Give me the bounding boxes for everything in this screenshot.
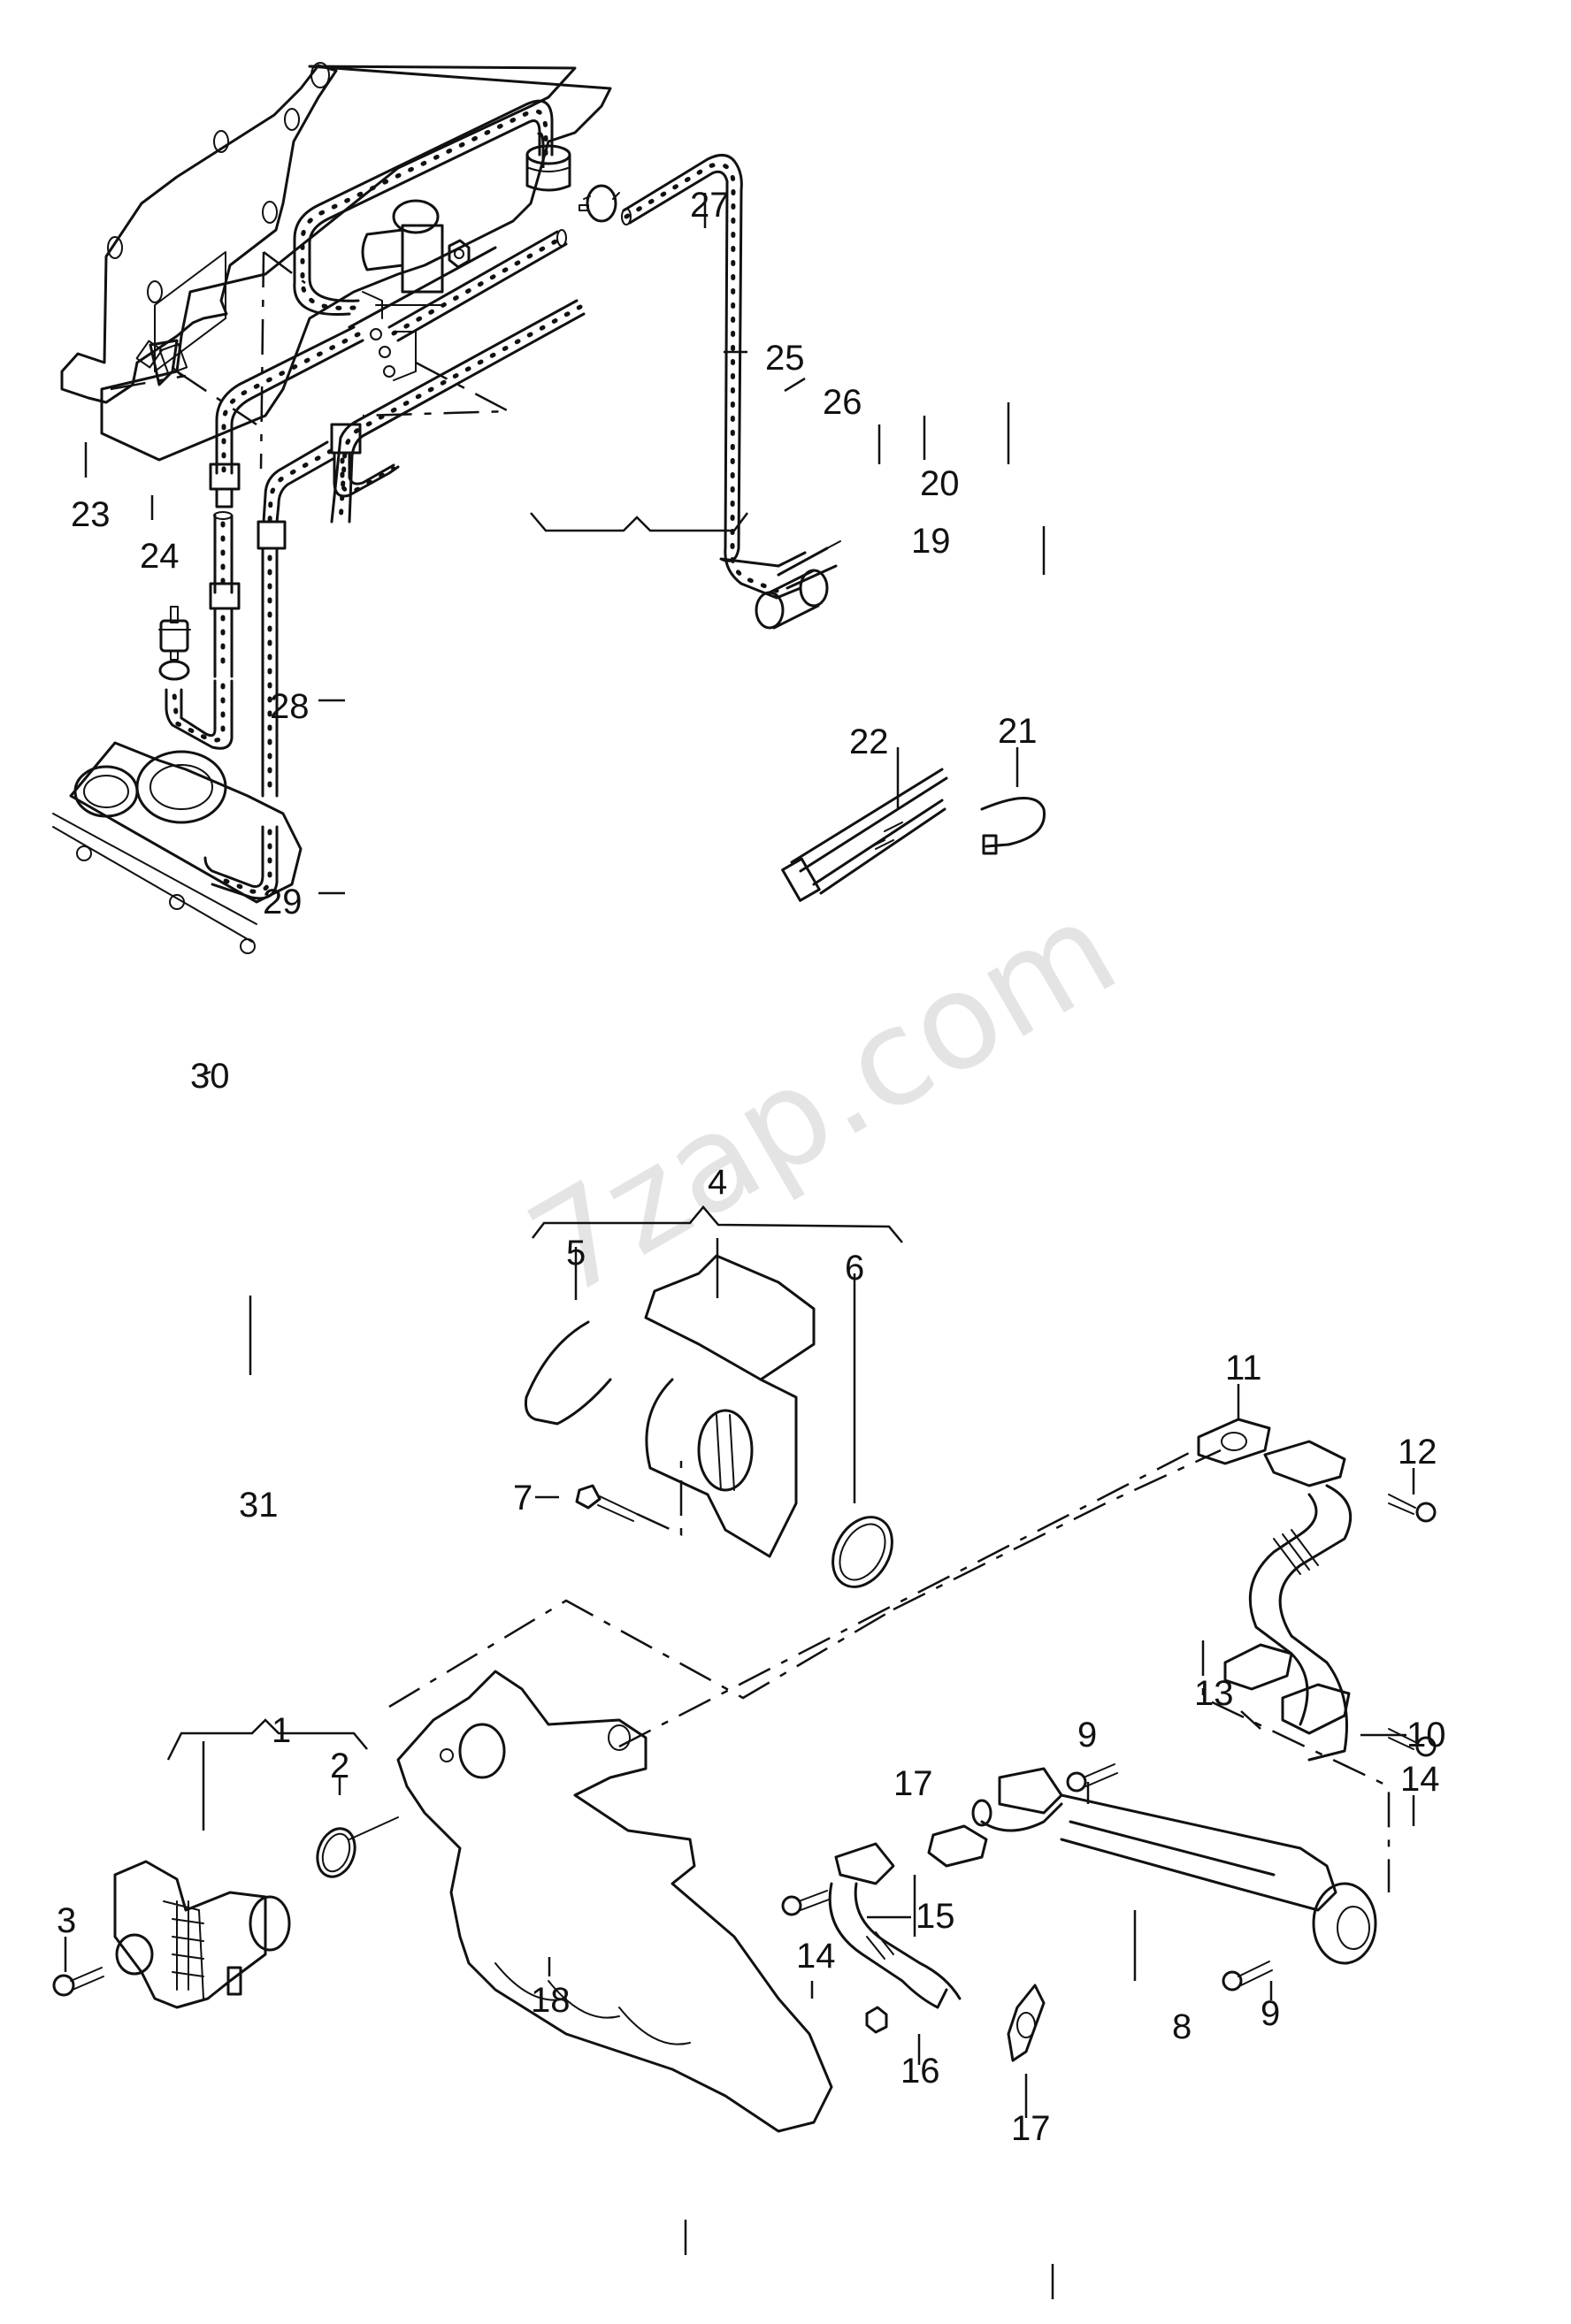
part-2-o-ring[interactable] (311, 1823, 362, 1882)
part-middle-hose[interactable] (203, 246, 586, 900)
callout-13[interactable]: 13 (1194, 1674, 1234, 1713)
part-9-bolt-bottom[interactable] (1222, 1961, 1273, 1991)
callout-20[interactable]: 20 (920, 464, 960, 503)
callout-23[interactable]: 23 (71, 495, 111, 534)
part-15-pipe[interactable] (828, 1842, 962, 2009)
part-17-gasket-bottom[interactable] (1007, 1984, 1046, 2062)
callout-18[interactable]: 18 (531, 1981, 571, 2020)
callout-17-top[interactable]: 17 (893, 1764, 933, 1803)
assembly-line (259, 251, 265, 470)
part-8-egr-cooler[interactable] (971, 1767, 1377, 1965)
callout-24[interactable]: 24 (140, 537, 180, 576)
vacuum-hoses (165, 99, 780, 900)
part-7-bolt[interactable] (575, 1484, 638, 1522)
callout-15[interactable]: 15 (916, 1897, 955, 1936)
part-29-hose[interactable] (209, 511, 241, 678)
part-10-lower-flange[interactable] (1281, 1683, 1351, 1735)
callout-17-bottom[interactable]: 17 (1011, 2109, 1051, 2148)
part-19-t-connector[interactable] (755, 540, 841, 630)
callout-14-right[interactable]: 14 (1400, 1760, 1440, 1799)
callout-10[interactable]: 10 (1406, 1716, 1446, 1754)
part-14-bolt-left[interactable] (781, 1890, 830, 1916)
callout-8[interactable]: 8 (1172, 2007, 1192, 2046)
part-21-clamp[interactable] (980, 797, 1046, 855)
callout-21[interactable]: 21 (998, 712, 1038, 751)
bracket-19 (530, 512, 748, 532)
part-6-o-ring[interactable] (821, 1507, 904, 1598)
callout-27[interactable]: 27 (690, 186, 730, 225)
callout-5[interactable]: 5 (566, 1234, 586, 1273)
leader-lines (64, 193, 1415, 2299)
callout-19[interactable]: 19 (911, 522, 951, 561)
assembly-line (636, 1459, 683, 1536)
part-18-intake-manifold[interactable] (396, 1670, 833, 2133)
callout-16[interactable]: 16 (900, 2052, 940, 2091)
part-22-connector[interactable] (781, 768, 948, 902)
part-25-solenoid-valve[interactable] (361, 199, 444, 381)
callout-6[interactable]: 6 (845, 1249, 864, 1288)
part-9-bolt-top[interactable] (1066, 1763, 1118, 1793)
part-20-filter[interactable] (579, 184, 620, 223)
part-1-egr-valve[interactable] (113, 1860, 291, 2009)
callout-28[interactable]: 28 (270, 687, 310, 726)
callout-9-bottom[interactable]: 9 (1261, 1994, 1280, 2033)
callout-29[interactable]: 29 (263, 883, 303, 921)
assembly-line (1201, 1640, 1391, 1892)
part-12-bolt[interactable] (1388, 1494, 1437, 1523)
watermark: 7zap.com (505, 872, 1141, 1327)
part-19-hose-right[interactable] (621, 154, 780, 600)
assembly-line (388, 1599, 894, 1709)
assembly-line (349, 1816, 399, 1840)
part-19-hose-left[interactable] (387, 229, 568, 342)
callout-2[interactable]: 2 (330, 1747, 349, 1785)
part-13-gasket[interactable] (1223, 1643, 1293, 1691)
callout-3[interactable]: 3 (57, 1901, 76, 1940)
part-30-filter-clip[interactable] (158, 606, 191, 681)
part-5-gasket-wire[interactable] (525, 1320, 612, 1426)
part-10-egr-pipe[interactable] (1248, 1440, 1353, 1762)
part-27-cap[interactable] (525, 144, 571, 192)
part-28-hose[interactable] (209, 325, 364, 508)
assembly-line (893, 1449, 1222, 1611)
callout-22[interactable]: 22 (849, 722, 889, 761)
part-31-cover[interactable] (52, 741, 303, 954)
part-4-throttle-valve[interactable] (644, 1254, 816, 1558)
callout-11[interactable]: 11 (1225, 1349, 1262, 1388)
part-27-hose[interactable] (293, 99, 554, 317)
callout-12[interactable]: 12 (1398, 1433, 1437, 1472)
callout-30[interactable]: 30 (190, 1057, 230, 1096)
callout-labels: 1 2 3 4 5 6 7 8 9 9 10 11 12 13 14 14 15… (57, 186, 1446, 2148)
bracket-1 (166, 1718, 368, 1761)
callout-14-left[interactable]: 14 (796, 1937, 836, 1976)
assembly-line (618, 1449, 1195, 1748)
callout-26[interactable]: 26 (823, 383, 862, 422)
part-24-sensor[interactable] (135, 339, 188, 386)
callout-31[interactable]: 31 (239, 1486, 279, 1525)
callout-1[interactable]: 1 (272, 1711, 291, 1750)
callout-9-top[interactable]: 9 (1077, 1716, 1097, 1754)
part-23-plate-outline (60, 64, 338, 404)
callout-25[interactable]: 25 (765, 339, 805, 378)
assembly-line (263, 250, 306, 285)
callout-7[interactable]: 7 (513, 1479, 533, 1517)
part-11-gasket[interactable] (1197, 1418, 1271, 1465)
part-26-nut[interactable] (448, 239, 471, 269)
part-3-bolt[interactable] (52, 1967, 104, 1997)
part-29-u-hose[interactable] (165, 679, 234, 750)
part-16-nut[interactable] (865, 2006, 888, 2034)
part-17-gasket-top[interactable] (927, 1824, 988, 1868)
bracket-4 (532, 1205, 903, 1243)
assembly-line (110, 370, 257, 426)
assembly-line (362, 361, 513, 417)
callout-4[interactable]: 4 (708, 1163, 727, 1202)
